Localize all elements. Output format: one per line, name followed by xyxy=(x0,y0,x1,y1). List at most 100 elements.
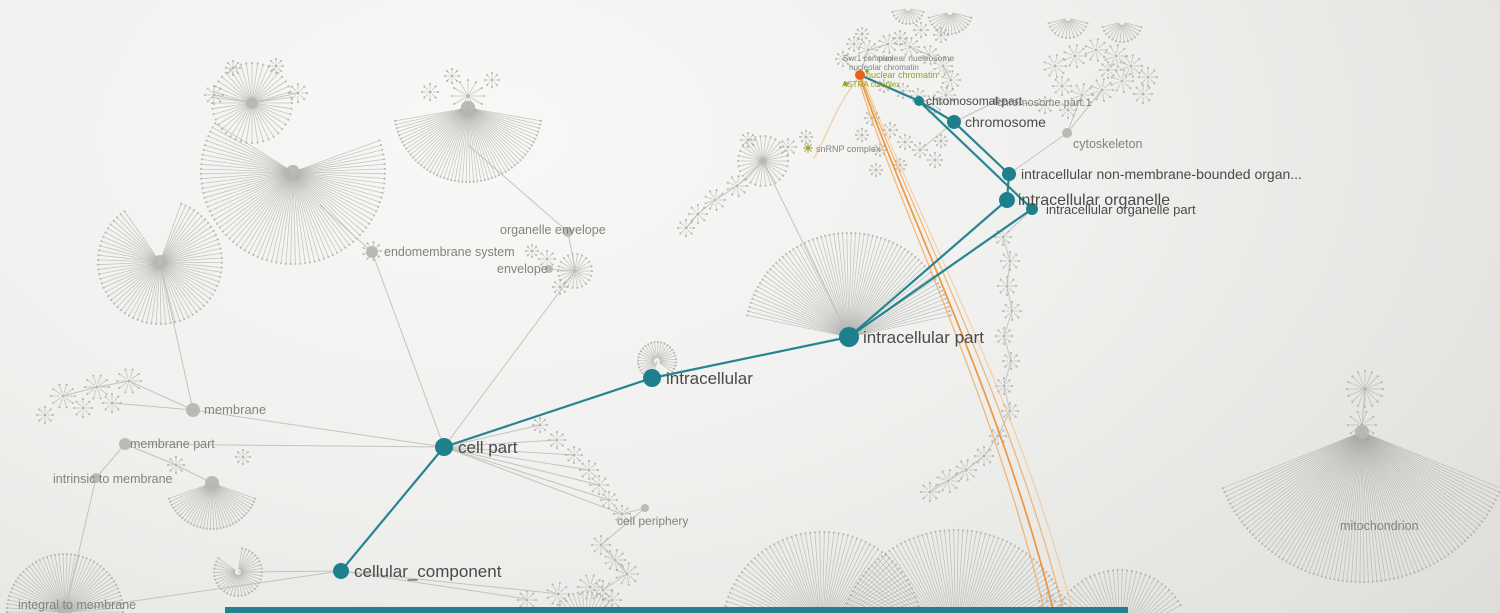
term-label[interactable]: nucleolar chromatin xyxy=(849,63,919,72)
gray-term-node[interactable] xyxy=(563,227,573,237)
term-label[interactable]: integral to membrane xyxy=(18,598,136,612)
path-term-label[interactable]: chromosomal part xyxy=(926,94,1023,108)
burst-cluster xyxy=(896,133,914,151)
burst-cluster xyxy=(1346,410,1378,440)
term-label[interactable]: mitochondrion xyxy=(1340,519,1419,533)
term-label[interactable]: membrane xyxy=(204,402,266,417)
burst-cluster xyxy=(483,71,501,89)
fan-cluster xyxy=(1101,22,1143,43)
burst-cluster xyxy=(203,84,225,106)
olive-marker[interactable] xyxy=(865,69,869,73)
orange-path-edge xyxy=(813,79,858,159)
highlighted-edge xyxy=(952,120,1011,176)
path-term-node[interactable] xyxy=(333,563,349,579)
path-term-label[interactable]: cell part xyxy=(458,438,518,457)
term-label[interactable]: ASTRA complex xyxy=(842,80,900,89)
term-label[interactable]: organelle envelope xyxy=(500,223,606,237)
path-term-label[interactable]: intracellular organelle part xyxy=(1046,202,1196,217)
gray-term-node[interactable] xyxy=(1062,128,1072,138)
burst-cluster xyxy=(547,430,567,450)
gray-term-node[interactable] xyxy=(91,473,101,483)
burst-cluster xyxy=(1063,44,1088,68)
bottom-bar xyxy=(225,607,1128,613)
burst-cluster xyxy=(736,135,790,187)
path-term-node[interactable] xyxy=(839,327,859,347)
term-label[interactable]: envelope xyxy=(497,262,548,276)
burst-cluster xyxy=(919,481,941,503)
term-nodes xyxy=(91,69,1072,579)
path-term-label[interactable]: intracellular non-membrane-bounded organ… xyxy=(1021,166,1302,182)
path-term-label[interactable]: intracellular organelle xyxy=(1018,192,1170,209)
highlighted-edge xyxy=(442,376,654,449)
gray-term-node[interactable] xyxy=(545,265,553,273)
burst-cluster xyxy=(35,405,55,425)
term-labels: cellular_component cell part intracellular… xyxy=(18,53,1419,612)
tree-edges xyxy=(62,43,1366,612)
gray-term-node[interactable] xyxy=(366,246,378,258)
burst-cluster xyxy=(524,243,540,259)
burst-cluster xyxy=(592,579,614,601)
burst-cluster xyxy=(881,121,899,139)
burst-cluster xyxy=(210,61,294,145)
orange-path-edge xyxy=(861,78,1065,613)
orange-path-edge xyxy=(858,80,1046,613)
path-term-node[interactable] xyxy=(643,369,661,387)
olive-marker[interactable] xyxy=(803,143,813,153)
term-label[interactable]: membrane part xyxy=(130,437,215,451)
burst-cluster xyxy=(83,374,111,400)
highlighted-edge xyxy=(917,99,1034,211)
path-term-node[interactable] xyxy=(1002,167,1016,181)
gray-term-node[interactable] xyxy=(993,97,1001,105)
path-term-label[interactable]: chromosome xyxy=(965,114,1046,130)
burst-cluster xyxy=(891,29,909,47)
term-label[interactable]: cell periphery xyxy=(617,514,688,528)
burst-cluster xyxy=(601,589,623,611)
olive-marker[interactable] xyxy=(843,81,849,87)
burst-cluster xyxy=(72,397,94,419)
gray-term-node[interactable] xyxy=(641,504,649,512)
burst-cluster xyxy=(778,137,798,157)
burst-cluster xyxy=(551,278,569,296)
term-label[interactable]: intrinsic to membrane xyxy=(53,472,173,486)
term-label[interactable]: chromosome part 1 xyxy=(997,97,1092,109)
selected-term-node[interactable] xyxy=(855,70,865,80)
path-term-label[interactable]: intracellular part xyxy=(863,328,984,347)
term-label[interactable]: nuclear nucleosome xyxy=(878,53,954,63)
burst-cluster xyxy=(932,26,950,44)
path-term-label[interactable]: intracellular xyxy=(666,369,753,388)
fan-cluster xyxy=(167,476,257,531)
term-label[interactable]: cytoskeleton xyxy=(1073,137,1143,151)
burst-cluster xyxy=(994,326,1014,346)
fan-cluster xyxy=(927,12,973,36)
burst-cluster xyxy=(420,82,440,102)
burst-cluster xyxy=(615,562,640,586)
burst-cluster xyxy=(868,162,884,178)
burst-cluster xyxy=(49,383,77,409)
burst-cluster xyxy=(1043,54,1068,78)
gray-term-node[interactable] xyxy=(119,438,131,450)
burst-cluster xyxy=(1119,54,1144,78)
burst-cluster xyxy=(443,67,461,85)
gray-term-node[interactable] xyxy=(186,403,200,417)
burst-cluster xyxy=(1090,78,1115,102)
term-label[interactable]: snRNP complex xyxy=(816,144,881,154)
burst-cluster xyxy=(933,133,949,149)
burst-cluster xyxy=(450,78,486,114)
term-label[interactable]: endomembrane system xyxy=(384,245,515,259)
highlighted-edge xyxy=(339,445,446,573)
path-term-node[interactable] xyxy=(914,96,924,106)
ancestor-path-edges xyxy=(813,77,1074,613)
path-term-label[interactable]: cellular_component xyxy=(354,562,502,581)
path-term-node[interactable] xyxy=(1026,203,1038,215)
path-term-node[interactable] xyxy=(947,115,961,129)
path-term-label[interactable]: nuclear chromatin xyxy=(866,70,938,80)
term-label[interactable]: Swr1 complex xyxy=(843,54,893,63)
path-term-node[interactable] xyxy=(999,192,1015,208)
burst-cluster xyxy=(1345,369,1385,409)
burst-cluster xyxy=(936,85,957,105)
highlighted-edge xyxy=(847,198,1009,339)
burst-cluster xyxy=(1137,66,1159,88)
path-term-node[interactable] xyxy=(435,438,453,456)
